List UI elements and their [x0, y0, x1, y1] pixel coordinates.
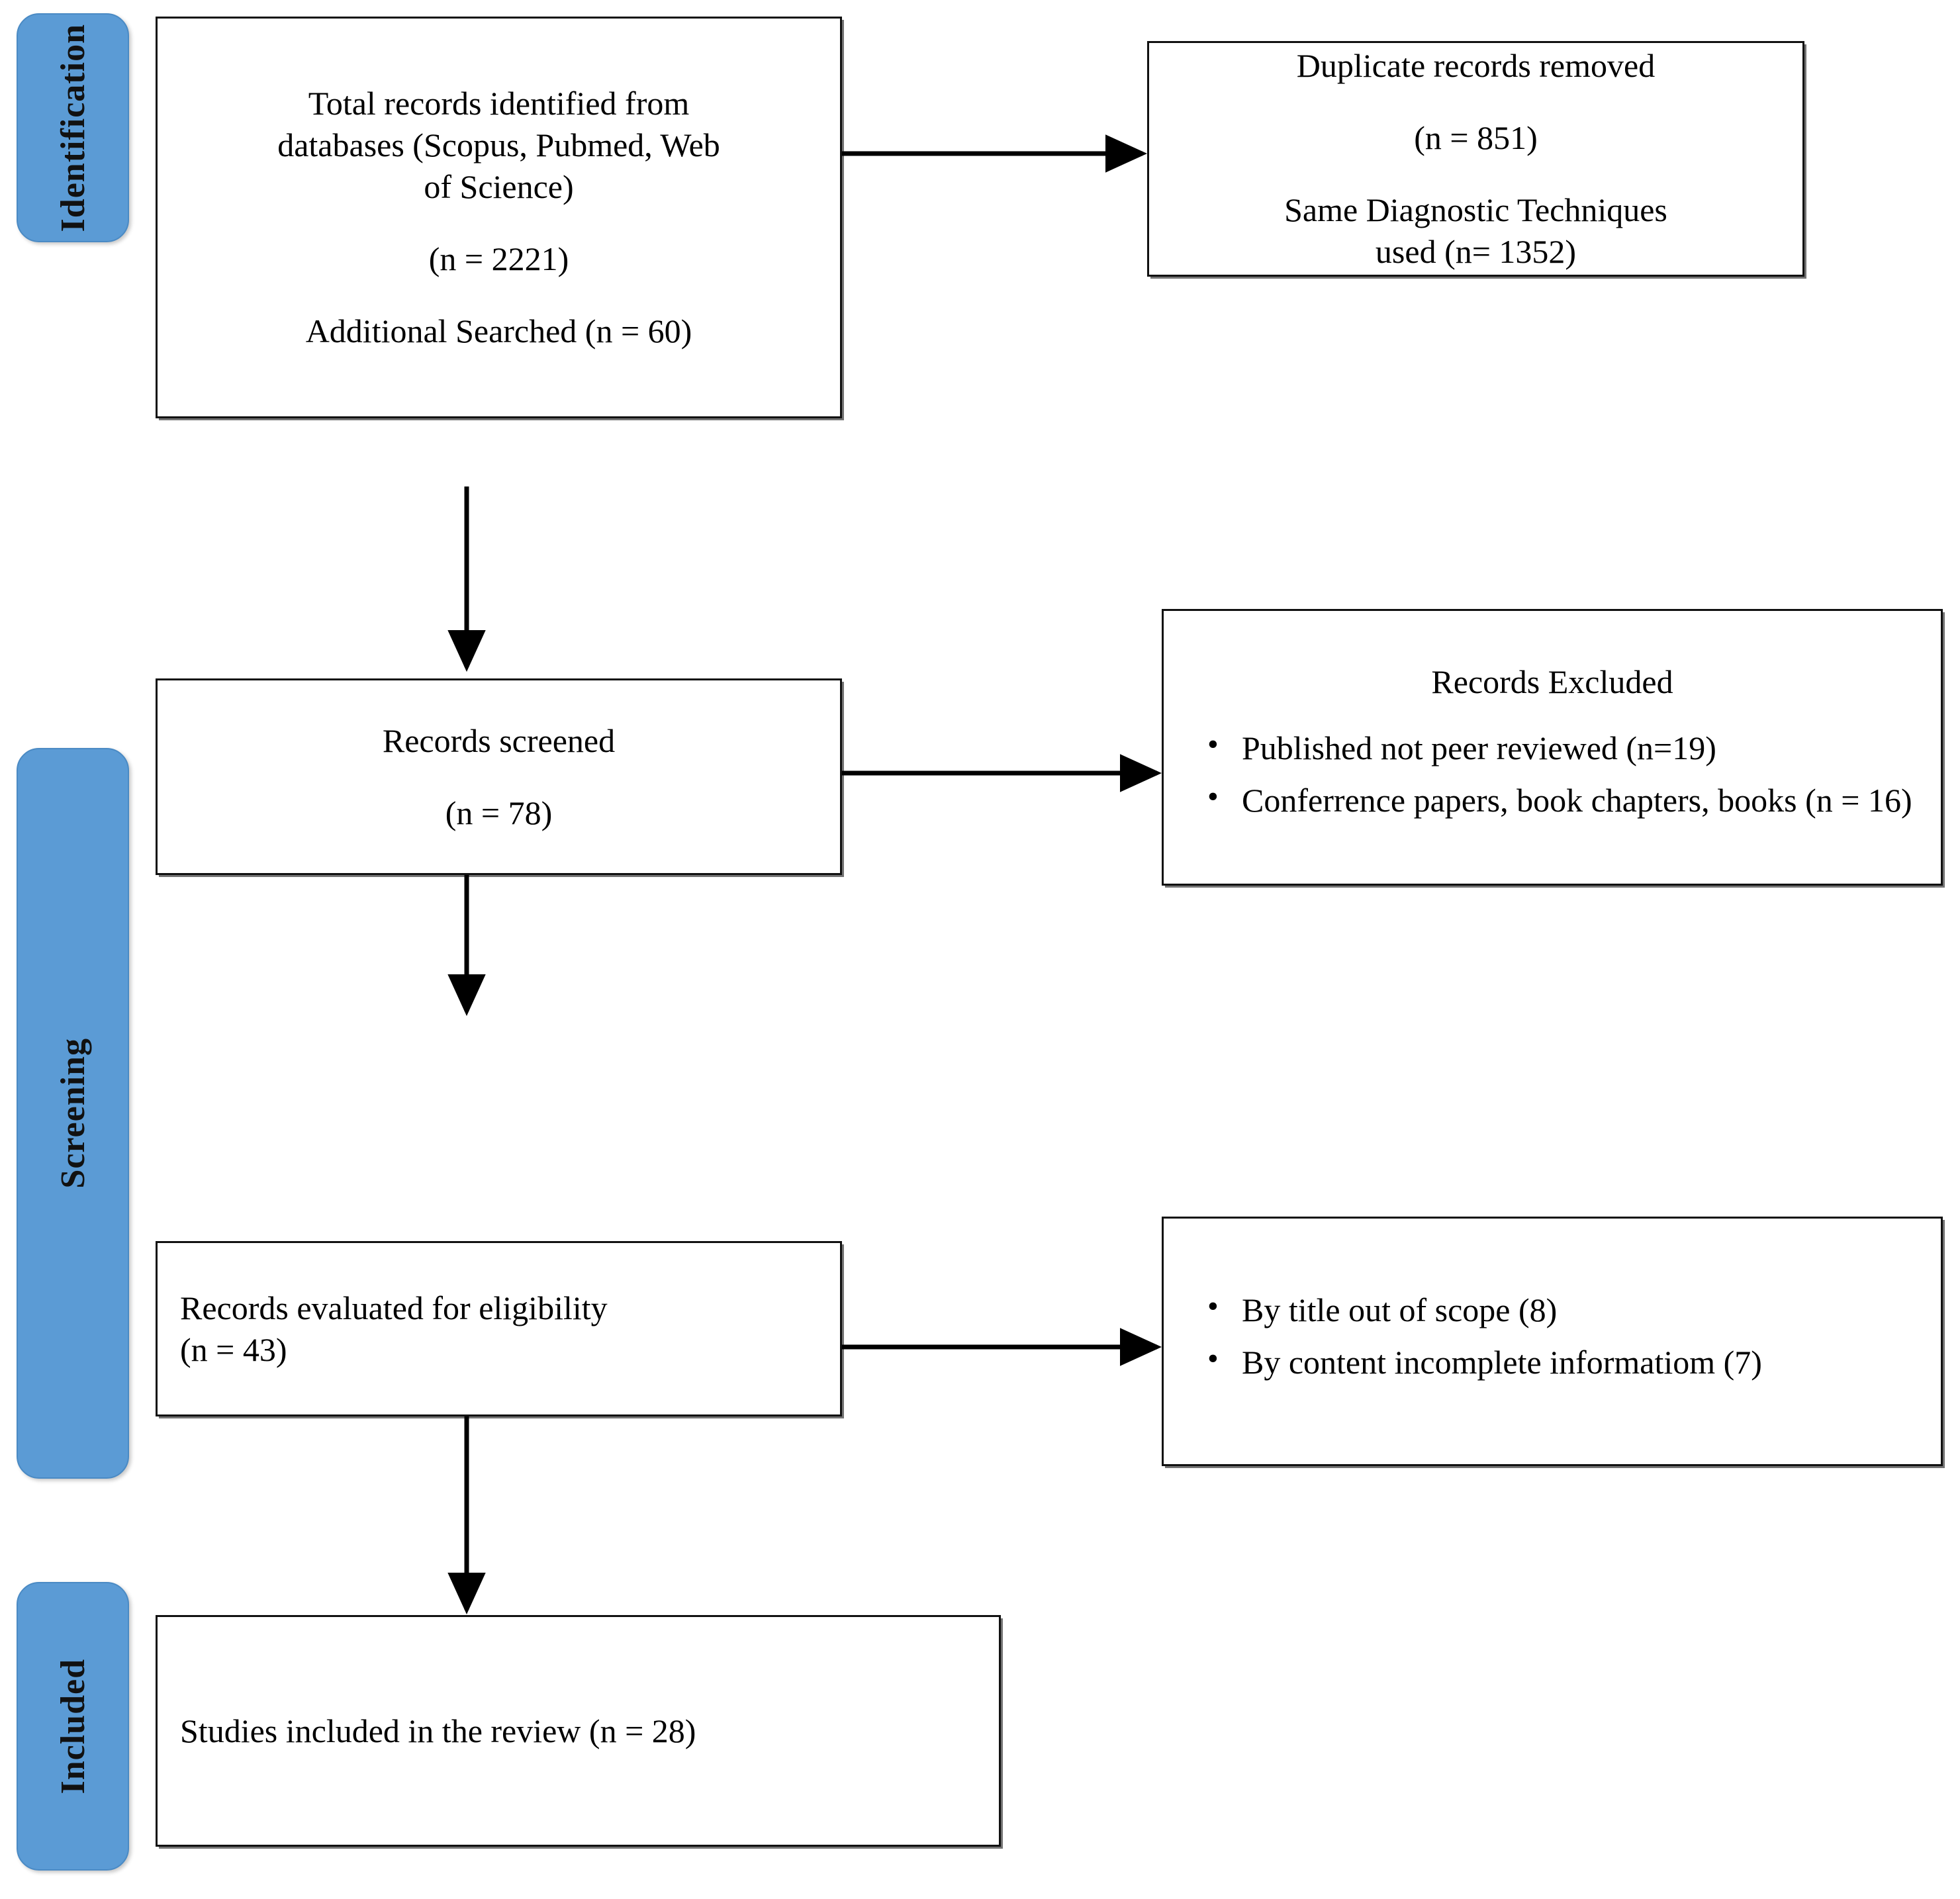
box-records-eligibility: Records evaluated for eligibility (n = 4…: [156, 1241, 842, 1416]
stage-tab-screening: Screening: [17, 748, 129, 1479]
box-records-screened: Records screened (n = 78): [156, 678, 842, 875]
stage-label-identification: Identification: [54, 23, 92, 232]
eligibility-excluded-item: By content incomplete informatiom (7): [1207, 1339, 1914, 1383]
box-duplicates-removed: Duplicate records removed (n = 851) Same…: [1147, 41, 1804, 277]
box-eligibility-excluded: By title out of scope (8) By content inc…: [1162, 1217, 1943, 1466]
eligibility-excluded-list: By title out of scope (8) By content inc…: [1164, 1287, 1941, 1394]
eligibility-excluded-item: By title out of scope (8): [1207, 1287, 1914, 1331]
excluded-reason-item: Published not peer reviewed (n=19): [1207, 725, 1914, 769]
screened-count: (n = 78): [445, 794, 553, 831]
stage-label-included: Included: [54, 1658, 92, 1794]
eligibility-count: (n = 43): [180, 1330, 287, 1368]
box-records-identified: Total records identified from databases …: [156, 17, 842, 418]
excluded-title: Records Excluded: [1431, 663, 1673, 700]
identified-count: (n = 2221): [428, 240, 569, 277]
identified-line-3: of Science): [424, 168, 574, 205]
excluded-reason-item: Conferrence papers, book chapters, books…: [1207, 777, 1914, 821]
duplicates-line-4: used (n= 1352): [1375, 233, 1577, 270]
eligibility-line-1: Records evaluated for eligibility: [180, 1289, 608, 1326]
box-studies-included: Studies included in the review (n = 28): [156, 1615, 1001, 1847]
excluded-reason-list: Published not peer reviewed (n=19) Confe…: [1164, 725, 1941, 832]
identified-line-2: databases (Scopus, Pubmed, Web: [277, 126, 720, 163]
stage-tab-identification: Identification: [17, 13, 129, 242]
duplicates-line-1: Duplicate records removed: [1296, 47, 1656, 84]
stage-label-screening: Screening: [54, 1038, 92, 1189]
screened-line-1: Records screened: [382, 721, 616, 759]
duplicates-count: (n = 851): [1414, 119, 1538, 156]
box-records-excluded: Records Excluded Published not peer revi…: [1162, 609, 1943, 886]
identified-line-1: Total records identified from: [308, 85, 690, 122]
included-studies-line-1: Studies included in the review (n = 28): [180, 1712, 696, 1749]
duplicates-line-3: Same Diagnostic Techniques: [1284, 191, 1667, 228]
stage-tab-included: Included: [17, 1582, 129, 1871]
identified-additional: Additional Searched (n = 60): [305, 312, 692, 349]
